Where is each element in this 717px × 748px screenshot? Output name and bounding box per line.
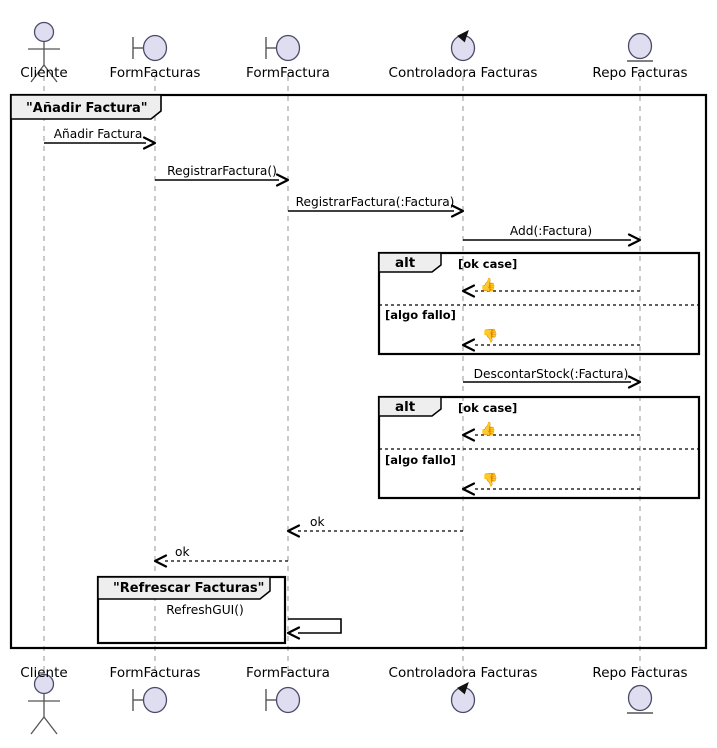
fragment-tab-0 — [378, 252, 442, 273]
fragment-guard-0-0: [ok case] — [458, 257, 518, 271]
fragment-kind-1: alt — [395, 399, 416, 415]
message-arrowhead-5 — [286, 524, 301, 538]
control-icon-header — [450, 30, 476, 62]
control-icon-footer — [450, 682, 476, 714]
thumbs-down-icon-1-1: 👎 — [482, 473, 499, 488]
entity-icon-footer — [627, 684, 653, 714]
participant-header-1[interactable]: FormFacturas — [109, 65, 201, 81]
entity-icon-header — [627, 32, 653, 62]
fragment-kind-0: alt — [395, 255, 416, 271]
actor-stick-figure-icon-footer — [28, 673, 60, 735]
fragment-guard-1-0: [ok case] — [458, 401, 518, 415]
thumbs-up-icon-1-0: 👍 — [480, 422, 497, 437]
message-arrowhead-6 — [153, 554, 168, 568]
actor-stick-figure-icon-header — [28, 21, 60, 83]
outer-frame-tab — [10, 94, 162, 120]
fragment-message-arrowhead-1-1 — [461, 482, 476, 496]
fragment-tab-1 — [378, 396, 442, 417]
fragment-tab-2 — [97, 576, 271, 600]
participant-footer-2[interactable]: FormFactura — [246, 665, 330, 681]
message-label-4[interactable]: DescontarStock(:Factura) — [473, 367, 629, 381]
message-arrowhead-0 — [142, 136, 157, 150]
message-arrowhead-3 — [627, 233, 642, 247]
boundary-icon-footer — [265, 686, 301, 714]
message-label-3[interactable]: Add(:Factura) — [509, 224, 593, 238]
message-arrowhead-2 — [450, 204, 465, 218]
fragment-message-arrowhead-0-1 — [461, 338, 476, 352]
fragment-guard-0-1: [algo fallo] — [385, 308, 456, 322]
participant-footer-0[interactable]: Cliente — [20, 665, 68, 681]
self-message-arrowhead-2 — [286, 626, 301, 640]
self-message-path-2 — [288, 618, 342, 634]
message-label-1[interactable]: RegistrarFactura() — [167, 164, 277, 178]
participant-footer-4[interactable]: Repo Facturas — [592, 665, 688, 681]
fragment-0 — [377, 251, 701, 356]
thumbs-up-icon-0-0: 👍 — [480, 278, 497, 293]
fragment-message-arrowhead-0-0 — [461, 284, 476, 298]
participant-header-2[interactable]: FormFactura — [246, 65, 330, 81]
participant-header-4[interactable]: Repo Facturas — [592, 65, 688, 81]
outer-frame — [9, 93, 708, 650]
participant-footer-1[interactable]: FormFacturas — [109, 665, 201, 681]
participant-footer-3[interactable]: Controladora Facturas — [388, 665, 538, 681]
fragment-1 — [377, 395, 701, 500]
boundary-icon-header — [265, 34, 301, 62]
fragment-title-2: "Refrescar Facturas" — [113, 581, 265, 596]
message-label-2[interactable]: RegistrarFactura(:Factura) — [295, 195, 455, 209]
outer-frame-title: "Añadir Factura" — [26, 101, 148, 116]
message-arrowhead-4 — [627, 375, 642, 389]
boundary-icon-footer — [132, 686, 168, 714]
thumbs-down-icon-0-1: 👎 — [482, 329, 499, 344]
self-message-label-2[interactable]: RefreshGUI() — [166, 603, 244, 617]
boundary-icon-header — [132, 34, 168, 62]
fragment-message-arrowhead-1-0 — [461, 428, 476, 442]
participant-header-3[interactable]: Controladora Facturas — [388, 65, 538, 81]
message-label-6[interactable]: ok — [175, 545, 190, 559]
fragment-guard-1-1: [algo fallo] — [385, 453, 456, 467]
message-arrowhead-1 — [275, 173, 290, 187]
participant-header-0[interactable]: Cliente — [20, 65, 68, 81]
message-label-0[interactable]: Añadir Factura — [53, 127, 143, 141]
message-label-5[interactable]: ok — [310, 515, 325, 529]
